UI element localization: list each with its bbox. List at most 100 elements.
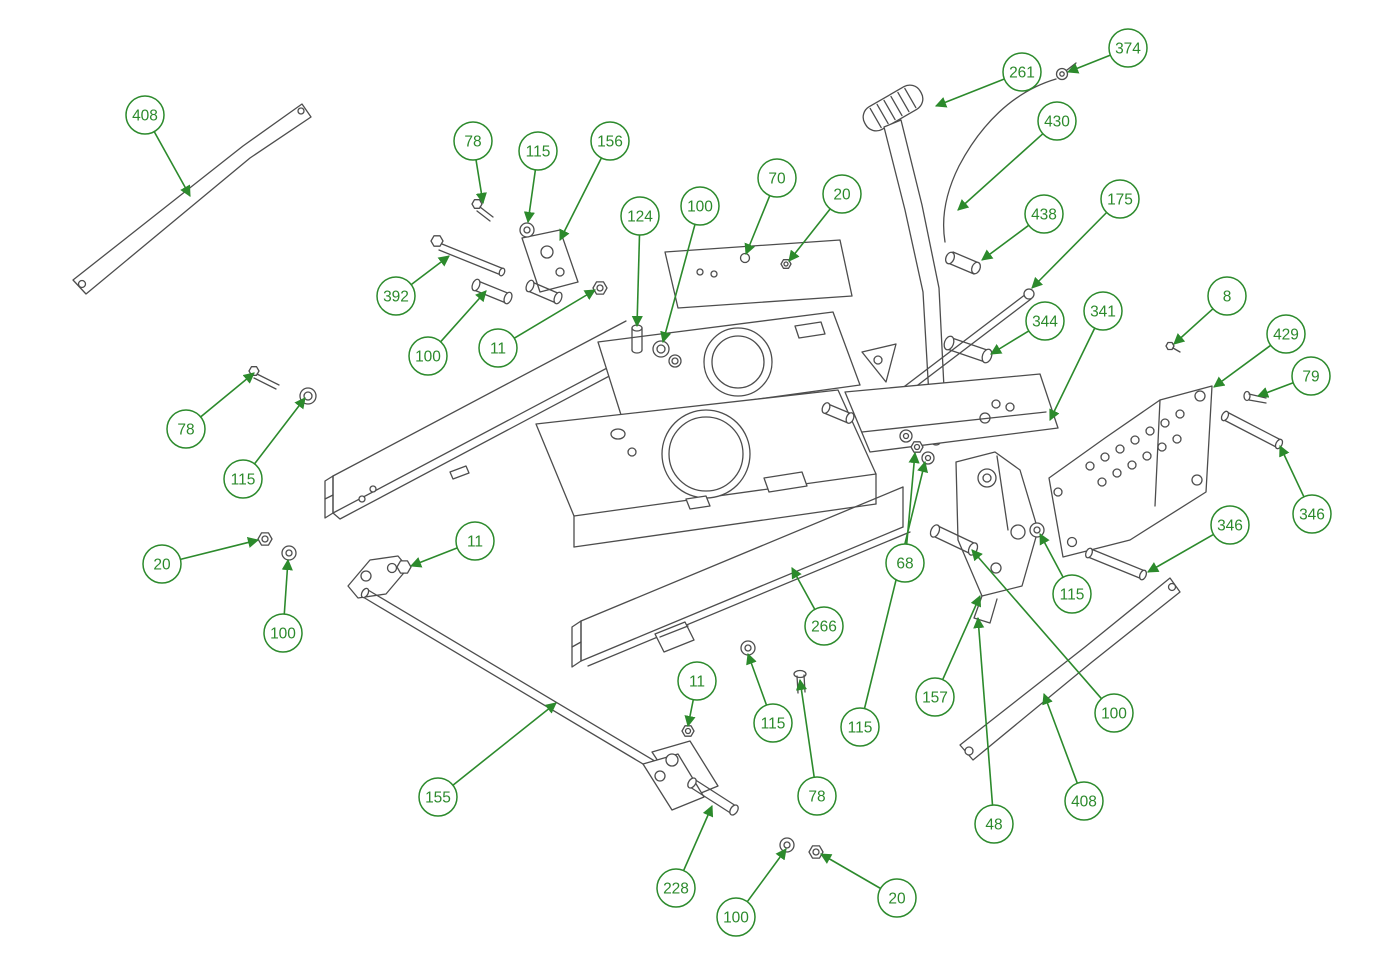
callout-circle — [125, 95, 165, 135]
callout-8[interactable]: 8 — [1173, 276, 1247, 345]
callout-11[interactable]: 11 — [677, 661, 717, 728]
callout-circle — [822, 174, 862, 214]
callout-175[interactable]: 175 — [1031, 179, 1140, 289]
callout-430[interactable]: 430 — [957, 101, 1077, 211]
callout-438[interactable]: 438 — [981, 194, 1064, 261]
callout-arrow — [791, 567, 816, 610]
callout-100[interactable]: 100 — [408, 290, 487, 376]
callout-341[interactable]: 341 — [1049, 291, 1123, 422]
callout-20[interactable]: 20 — [820, 853, 917, 918]
callout-label: 115 — [1060, 587, 1085, 604]
hardware-upper-left — [430, 199, 682, 368]
callout-261[interactable]: 261 — [934, 52, 1042, 108]
callout-arrow — [452, 702, 557, 786]
callout-20[interactable]: 20 — [142, 537, 260, 584]
callout-115[interactable]: 115 — [518, 131, 558, 224]
callout-392[interactable]: 392 — [376, 255, 450, 316]
callout-circle — [408, 336, 448, 376]
part-main-frame — [324, 239, 1059, 668]
callout-100[interactable]: 100 — [660, 186, 720, 344]
callout-arrow — [990, 330, 1030, 355]
callout-344[interactable]: 344 — [990, 301, 1065, 355]
callout-70[interactable]: 70 — [744, 158, 797, 256]
callout-label: 11 — [467, 534, 483, 551]
callout-115[interactable]: 115 — [223, 397, 306, 499]
callout-label: 408 — [1071, 794, 1097, 811]
callout-circle — [1266, 314, 1306, 354]
callout-arrow — [746, 848, 787, 903]
callout-circle — [1024, 194, 1064, 234]
callout-arrow — [1039, 533, 1064, 578]
callout-arrow — [523, 169, 537, 224]
callout-100[interactable]: 100 — [716, 848, 787, 937]
callout-label: 341 — [1090, 304, 1116, 321]
callout-arrow — [200, 372, 255, 418]
callout-arrow — [180, 537, 260, 561]
callout-circle — [1108, 28, 1148, 68]
callout-label: 20 — [888, 891, 906, 908]
callout-11[interactable]: 11 — [409, 521, 495, 568]
callout-78[interactable]: 78 — [795, 678, 837, 816]
callout-arrow — [788, 208, 831, 262]
callout-label: 175 — [1107, 192, 1133, 209]
callout-48[interactable]: 48 — [973, 616, 1014, 844]
callout-label: 79 — [1302, 369, 1319, 386]
callout-429[interactable]: 429 — [1213, 314, 1306, 388]
callout-155[interactable]: 155 — [418, 702, 557, 817]
callout-346[interactable]: 346 — [1279, 444, 1332, 534]
callout-circle — [757, 158, 797, 198]
callout-circle — [1002, 52, 1042, 92]
callout-374[interactable]: 374 — [1066, 28, 1148, 74]
callout-label: 438 — [1031, 207, 1057, 224]
callout-346[interactable]: 346 — [1147, 505, 1250, 573]
part-front-lift-arm — [72, 103, 312, 295]
callout-label: 261 — [1009, 65, 1035, 82]
part-lift-rod — [347, 555, 739, 816]
callout-157[interactable]: 157 — [915, 594, 982, 717]
callout-arrow — [1042, 692, 1079, 784]
callout-arrow — [682, 804, 714, 871]
callout-408[interactable]: 408 — [1042, 692, 1104, 821]
callout-label: 344 — [1032, 314, 1058, 331]
callout-266[interactable]: 266 — [791, 567, 844, 646]
callout-arrow — [957, 133, 1044, 211]
callout-circle — [478, 328, 518, 368]
callout-circle — [1037, 101, 1077, 141]
callout-label: 11 — [689, 674, 705, 691]
callout-20[interactable]: 20 — [788, 174, 862, 262]
callout-100[interactable]: 100 — [263, 558, 303, 653]
callout-11[interactable]: 11 — [478, 289, 596, 368]
callout-79[interactable]: 79 — [1256, 356, 1331, 398]
callout-label: 266 — [811, 619, 837, 636]
callout-circle — [620, 196, 660, 236]
callout-circle — [877, 878, 917, 918]
callout-arrow — [409, 547, 458, 568]
callout-115[interactable]: 115 — [1039, 533, 1092, 614]
callout-label: 8 — [1223, 289, 1232, 306]
callout-78[interactable]: 78 — [453, 121, 493, 205]
callout-circle — [453, 121, 493, 161]
callout-115[interactable]: 115 — [746, 652, 793, 743]
callout-circle — [1292, 494, 1332, 534]
callout-100[interactable]: 100 — [971, 549, 1134, 733]
callout-label: 78 — [808, 789, 825, 806]
callout-label: 100 — [415, 349, 441, 366]
callout-115[interactable]: 115 — [840, 460, 929, 747]
callout-68[interactable]: 68 — [885, 451, 925, 583]
callout-228[interactable]: 228 — [656, 804, 714, 908]
callout-156[interactable]: 156 — [559, 121, 630, 241]
callout-label: 48 — [985, 817, 1002, 834]
callout-circle — [1052, 574, 1092, 614]
callout-circle — [376, 276, 416, 316]
callout-label: 100 — [687, 199, 713, 216]
callout-408[interactable]: 408 — [125, 95, 191, 197]
callout-124[interactable]: 124 — [620, 196, 660, 328]
callout-label: 408 — [132, 108, 158, 125]
callout-circle — [518, 131, 558, 171]
callout-78[interactable]: 78 — [166, 372, 255, 449]
callout-arrow — [905, 451, 920, 545]
callout-arrow — [1031, 211, 1108, 289]
callout-arrow — [973, 616, 994, 806]
callout-arrow — [746, 652, 768, 706]
